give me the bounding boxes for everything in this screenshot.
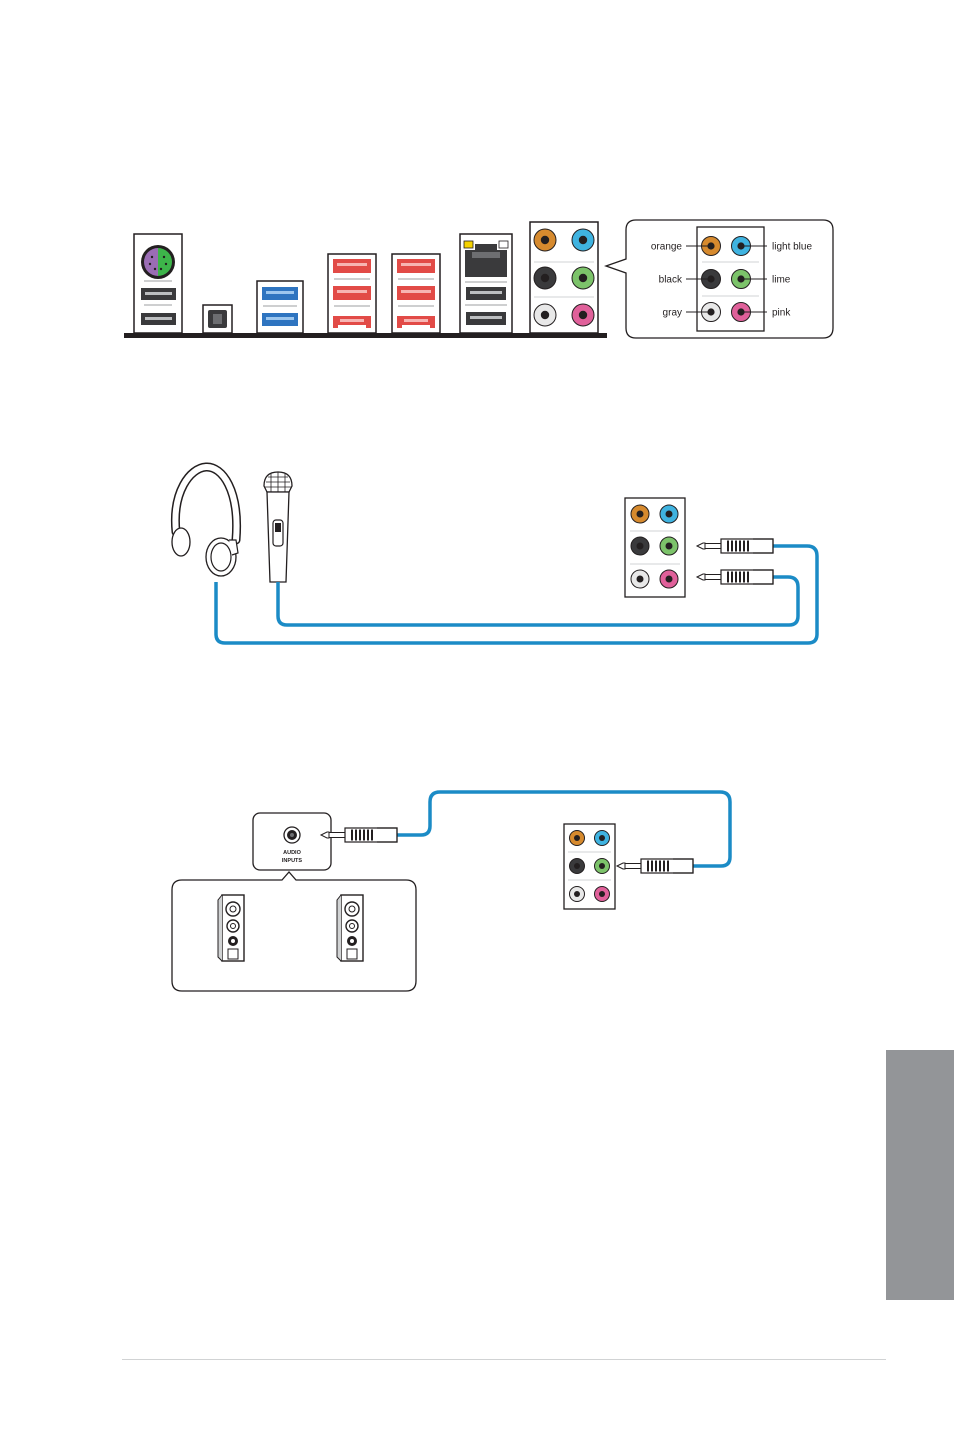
audio-jack-light-blue <box>595 831 610 846</box>
microphone-icon <box>264 472 292 582</box>
audio-inputs-label-line1: AUDIO <box>283 850 301 856</box>
headphone-icon <box>172 467 238 576</box>
ps2-usb-module <box>134 234 182 333</box>
audio-plug-icon <box>321 828 397 842</box>
audio-jack-black <box>570 859 585 874</box>
usb3-module <box>257 281 303 333</box>
legend-label-lime: lime <box>772 275 791 286</box>
audio-jack-black <box>631 537 649 555</box>
rear-io-panel <box>124 222 607 338</box>
microphone-cable <box>278 577 798 625</box>
lan-led-yellow <box>464 241 473 248</box>
audio-jack-lime <box>595 859 610 874</box>
audio-jack-lime <box>572 267 594 289</box>
legend-label-gray: gray <box>663 308 682 319</box>
audio-jack-gray <box>534 304 556 326</box>
audio-plug-icon <box>617 859 693 873</box>
audio-jack-panel-small <box>625 498 685 597</box>
audio-jack-light-blue <box>572 229 594 251</box>
audio-jack-orange <box>534 229 556 251</box>
esata-usb-module-1 <box>328 254 376 333</box>
lan-usb-module <box>460 234 512 333</box>
legend-label-black: black <box>659 275 683 286</box>
headphone-mic-connection <box>172 467 817 643</box>
audio-plug-icon <box>697 570 773 584</box>
legend-label-pink: pink <box>772 308 791 319</box>
audio-jack-orange <box>570 831 585 846</box>
audio-jack-orange <box>631 505 649 523</box>
esata-usb-module-2 <box>392 254 440 333</box>
audio-jack-pink <box>572 304 594 326</box>
audio-jack-gray <box>631 570 649 588</box>
speaker-icon <box>337 895 363 961</box>
audio-jack-panel <box>530 222 598 333</box>
audio-inputs-label-line2: INPUTS <box>282 858 303 864</box>
legend-label-light-blue: light blue <box>772 242 812 253</box>
audio-jack-pink <box>595 887 610 902</box>
audio-jack-legend: orange black gray light blue lime pink <box>606 220 833 338</box>
legend-label-orange: orange <box>651 242 683 253</box>
audio-jack-gray <box>570 887 585 902</box>
audio-jack-pink <box>660 570 678 588</box>
audio-plug-icon <box>697 539 773 553</box>
headphone-cable <box>216 546 817 643</box>
speaker-icon <box>218 895 244 961</box>
optical-spdif-module <box>203 305 232 333</box>
audio-jack-light-blue <box>660 505 678 523</box>
speaker-connection: AUDIO INPUTS <box>172 792 730 991</box>
lan-led-white <box>499 241 508 248</box>
speaker-group-box <box>172 872 416 991</box>
audio-jack-black <box>534 267 556 289</box>
audio-jack-panel-small <box>564 824 615 909</box>
audio-jack-lime <box>660 537 678 555</box>
